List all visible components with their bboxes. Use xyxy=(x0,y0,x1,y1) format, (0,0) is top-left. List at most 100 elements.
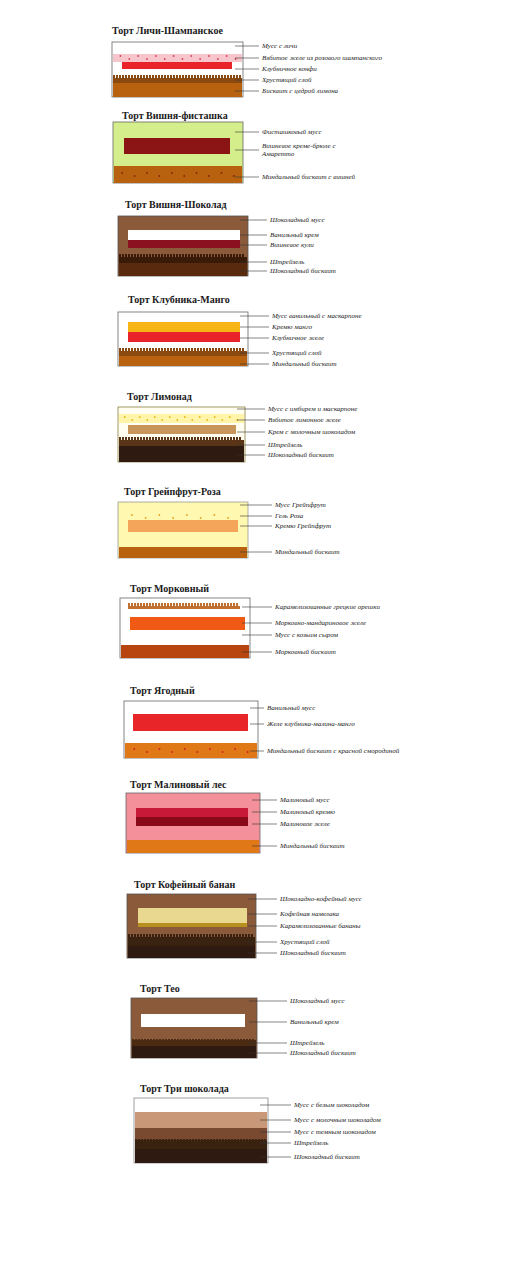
crumb xyxy=(230,437,232,440)
crumb xyxy=(191,603,193,606)
crumb xyxy=(185,934,187,937)
crumb xyxy=(197,254,199,257)
crumb xyxy=(149,603,151,606)
layer-label: Ванильный мусс xyxy=(267,704,315,712)
crumb xyxy=(153,1039,155,1040)
crumb xyxy=(188,437,190,440)
crumb xyxy=(221,437,223,440)
cake-layer xyxy=(114,166,242,183)
cake-layer xyxy=(128,240,240,248)
crumb xyxy=(218,437,220,440)
crumb xyxy=(150,1039,152,1040)
crumb-layer xyxy=(119,351,247,356)
layer-label: Взбитое желе из розового шампанского xyxy=(262,54,382,62)
crumb xyxy=(159,1139,161,1140)
crumb xyxy=(128,437,130,440)
crumb xyxy=(143,254,145,257)
leader-line xyxy=(242,635,272,636)
crumb xyxy=(183,1039,185,1040)
crumb xyxy=(237,1139,239,1140)
cake-layer xyxy=(124,138,230,154)
crumb xyxy=(189,1139,191,1140)
leader-line xyxy=(250,708,264,709)
crumb xyxy=(227,437,229,440)
layer-label: Крем с молочным шоколадом xyxy=(268,428,355,436)
layer-label: Ванильный крем xyxy=(270,231,319,239)
layer-label: Вишневое кули xyxy=(270,241,314,249)
dot xyxy=(190,55,192,57)
cake-body xyxy=(118,502,248,558)
leader-line xyxy=(252,846,277,847)
crumb-layer xyxy=(128,606,240,609)
crumb xyxy=(164,348,166,351)
crumb xyxy=(191,348,193,351)
crumb xyxy=(252,1039,254,1040)
crumb xyxy=(173,934,175,937)
leader-line xyxy=(237,409,265,410)
crumb xyxy=(236,75,238,78)
layer-label: Шоколадный бисквит xyxy=(280,949,346,957)
leader-line xyxy=(235,132,259,133)
crumb xyxy=(161,254,163,257)
dot xyxy=(182,58,184,60)
crumb xyxy=(219,1039,221,1040)
leader-line xyxy=(250,751,264,752)
crumb xyxy=(167,934,169,937)
leader-line xyxy=(237,455,265,456)
crumb xyxy=(137,934,139,937)
crumb xyxy=(174,1139,176,1140)
layer-label: Мусс с имбирем и маскарпоне xyxy=(268,405,357,413)
crumb xyxy=(191,437,193,440)
crumb xyxy=(137,254,139,257)
cake-layer xyxy=(128,946,255,958)
crumb xyxy=(182,75,184,78)
dot xyxy=(183,175,185,177)
crumb xyxy=(140,437,142,440)
crumb xyxy=(128,603,130,606)
cake-title: Торт Малиновый лес xyxy=(130,779,227,790)
cake-body xyxy=(126,793,260,853)
layer-label: Миндальный бисквит xyxy=(272,360,337,368)
crumb xyxy=(234,1139,236,1140)
dot xyxy=(199,58,201,60)
crumb xyxy=(119,437,121,440)
cake-body xyxy=(120,598,250,658)
layer-label: Шоколадный бисквит xyxy=(290,1049,356,1057)
crumb xyxy=(227,603,229,606)
crumb xyxy=(200,254,202,257)
crumb xyxy=(234,1039,236,1040)
cake-body xyxy=(134,1098,268,1163)
crumb xyxy=(215,934,217,937)
crumb xyxy=(230,348,232,351)
crumb xyxy=(125,437,127,440)
leader-line xyxy=(235,69,259,70)
dot xyxy=(221,419,223,421)
crumb xyxy=(143,934,145,937)
crumb xyxy=(146,437,148,440)
layer-label: Мусс ванильный с маскарпоне xyxy=(272,312,362,320)
crumb xyxy=(143,75,145,78)
layer-label: Вишневое креме-брюле с Амаретто xyxy=(262,142,350,159)
dot xyxy=(229,416,231,418)
crumb xyxy=(182,254,184,257)
crumb xyxy=(165,1039,167,1040)
cake-layer xyxy=(119,262,247,276)
leader-line xyxy=(240,245,267,246)
dot xyxy=(209,748,211,750)
crumb xyxy=(224,603,226,606)
crumb xyxy=(236,603,238,606)
crumb xyxy=(201,1039,203,1040)
crumb xyxy=(158,934,160,937)
crumb-layer xyxy=(113,78,242,83)
crumb xyxy=(200,934,202,937)
crumb xyxy=(192,1039,194,1040)
crumb-layer xyxy=(135,1140,267,1149)
crumb xyxy=(158,348,160,351)
cake-layer xyxy=(128,520,238,532)
cake-body xyxy=(127,894,256,958)
crumb xyxy=(155,75,157,78)
crumb xyxy=(245,934,247,937)
crumb xyxy=(158,603,160,606)
dot xyxy=(173,55,175,57)
crumb xyxy=(242,934,244,937)
